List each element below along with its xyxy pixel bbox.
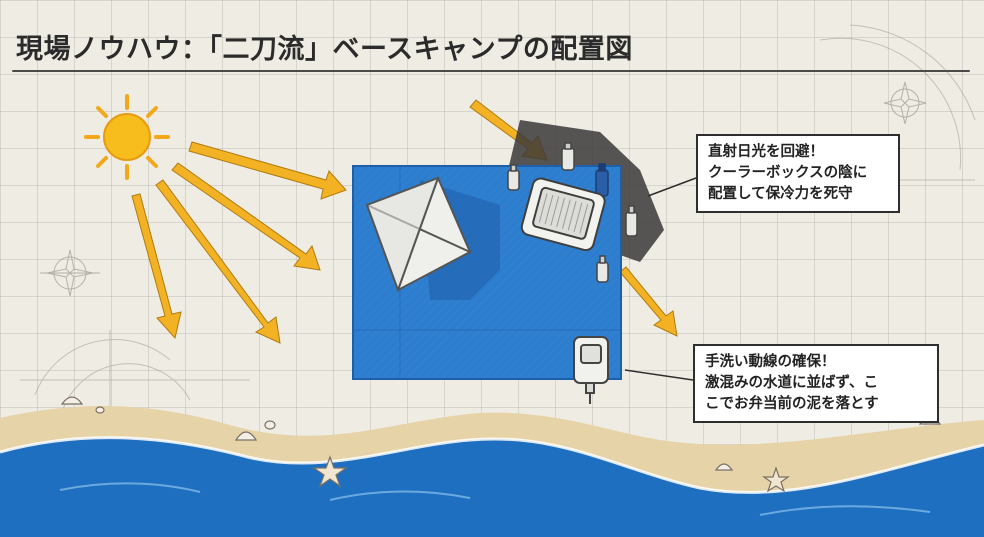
sea [0, 437, 984, 537]
callout-line: 直射日光を回避！ [708, 144, 824, 160]
tent-icon [365, 176, 472, 293]
callout-leader-cooler [647, 177, 697, 197]
callout-line: クーラーボックスの陰に [708, 165, 868, 181]
water-jug-icon [573, 336, 609, 404]
callout-cooler-shade: 直射日光を回避！ クーラーボックスの陰に 配置して保冷力を死守 [696, 134, 900, 213]
bottle-icon [596, 255, 609, 283]
sunlight-arrow [155, 179, 281, 344]
wave-highlights [59, 482, 931, 516]
callout-line: 手洗い動線の確保！ [705, 354, 836, 370]
sunlight-arrow [188, 141, 347, 200]
sunlight-arrow [171, 162, 321, 271]
cooler-icon [520, 177, 606, 252]
bottle-icon [507, 164, 520, 191]
sea-foam [0, 436, 984, 494]
bottle-icon [625, 205, 638, 237]
page-title: 現場ノウハウ：「二刀流」ベースキャンプの配置図 [16, 34, 633, 65]
callout-line: 激混みの水道に並ばず、こ [705, 375, 878, 391]
callout-leader-wash [624, 369, 694, 381]
callout-hand-wash: 手洗い動線の確保！ 激混みの水道に並ばず、こ こでお弁当前の泥を落とす [693, 344, 939, 423]
compass-icon [40, 249, 100, 297]
starfish-icon [762, 466, 790, 493]
bottle-icon [561, 142, 575, 171]
title-underline [12, 70, 970, 72]
callout-line: こでお弁当前の泥を落とす [705, 396, 879, 412]
sunlight-arrow [619, 266, 678, 337]
sunlight-arrow [131, 193, 182, 340]
starfish-icon [312, 455, 348, 488]
callout-line: 配置して保冷力を死守 [708, 186, 853, 202]
sun-icon [84, 94, 170, 180]
compass-icon [883, 81, 927, 125]
